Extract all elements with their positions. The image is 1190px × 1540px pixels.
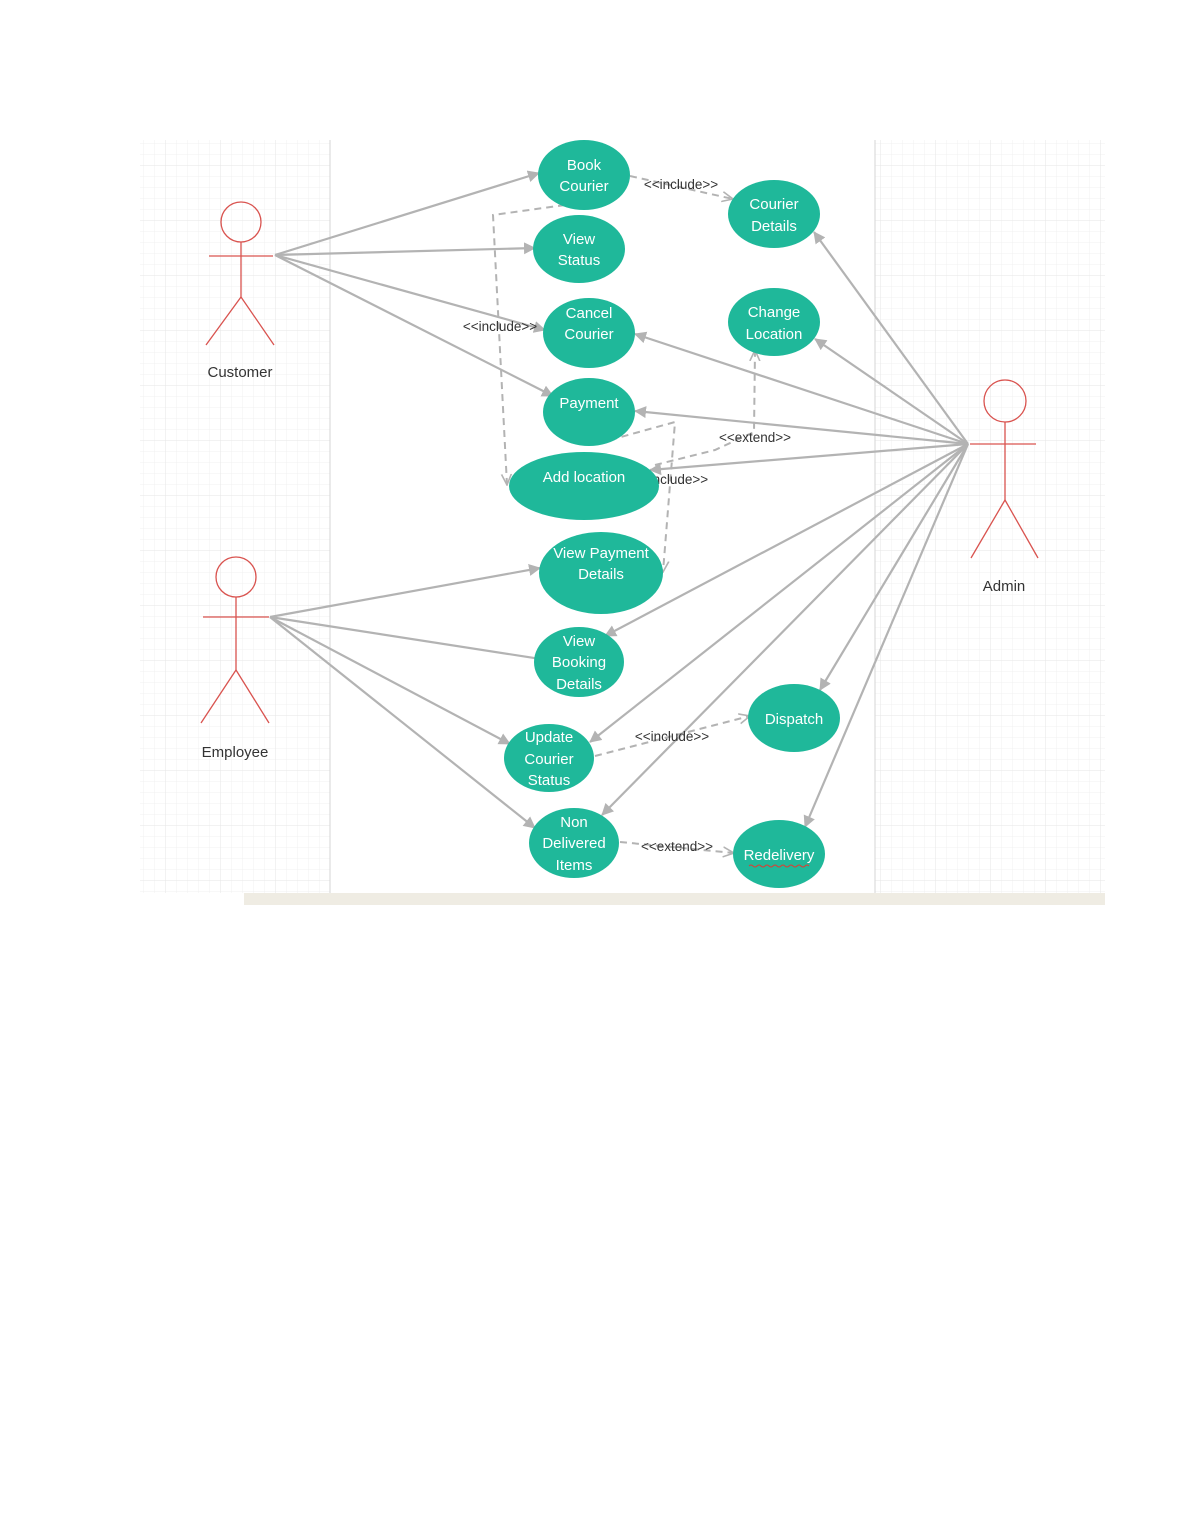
assoc-admin-dispatch (819, 443, 969, 691)
admin-associations (589, 231, 970, 828)
use-case-label: Update (525, 729, 573, 746)
actor-admin[interactable] (970, 379, 1039, 559)
actor-label-customer: Customer (207, 364, 272, 381)
actor-leg-left (970, 499, 1006, 559)
dep-update-dispatch (594, 716, 750, 757)
use-case-label: Status (528, 772, 571, 789)
use-case-label: Status (558, 252, 601, 269)
actor-leg-right (1004, 499, 1039, 559)
svg-text:Add location: Add location (543, 469, 626, 486)
use-case-label: Cancel (566, 305, 613, 322)
assoc-customer-view-status (274, 242, 536, 257)
use-case-add-location[interactable]: Add location (509, 452, 659, 520)
extend-label-add-location-change-location: <<extend>> (719, 430, 791, 445)
left-actor-panel (140, 140, 330, 893)
actor-customer[interactable] (205, 201, 275, 346)
use-case-label: Delivered (542, 835, 605, 852)
use-case-payment[interactable]: Payment (543, 378, 635, 446)
assoc-employee-view-booking (269, 615, 561, 667)
assoc-admin-courier-details (813, 231, 969, 445)
include-label-update-dispatch: <<include>> (635, 729, 709, 744)
actor-label-employee: Employee (202, 744, 269, 761)
assoc-admin-payment (634, 406, 969, 446)
include-label-book-courier-details: <<include>> (644, 177, 718, 192)
svg-text:Redelivery: Redelivery (744, 847, 815, 864)
use-case-label: View (563, 633, 595, 650)
dep-book-add-location (491, 204, 566, 485)
assoc-admin-cancel-courier (634, 331, 969, 446)
assoc-admin-view-booking (604, 443, 969, 637)
use-case-label: View Payment (553, 545, 649, 562)
use-case-label: Details (556, 676, 602, 693)
assoc-admin-redelivery (803, 443, 970, 828)
use-case-label: Details (751, 218, 797, 235)
use-case-label: Add location (543, 469, 626, 486)
use-case-label: Redelivery (744, 847, 815, 864)
assoc-employee-view-payment (269, 564, 541, 619)
extend-label-non-delivered-redelivery: <<extend>> (641, 839, 713, 854)
dep-book-courier-details (629, 175, 733, 199)
employee-associations (269, 564, 561, 829)
use-case-label: Booking (552, 654, 606, 671)
use-case-label: Payment (559, 395, 619, 412)
assoc-admin-add-location (649, 442, 969, 476)
assoc-employee-update-status (269, 616, 511, 745)
actor-label-admin: Admin (983, 578, 1026, 595)
actor-leg-left (205, 296, 242, 346)
actor-leg-right (235, 669, 270, 724)
use-case-label: Dispatch (765, 711, 823, 728)
use-case-label: Items (556, 857, 593, 874)
dep-add-location-change-location (654, 350, 755, 466)
right-actor-panel (875, 140, 1105, 893)
actor-leg-left (200, 669, 237, 724)
actor-leg-right (240, 296, 275, 346)
use-case-label: Courier (559, 178, 608, 195)
use-case-label: Location (746, 326, 803, 343)
assoc-admin-non-delivered (601, 443, 969, 816)
actor-employee[interactable] (200, 556, 270, 724)
use-case-dispatch[interactable]: Dispatch (748, 684, 840, 752)
include-label-book-add-location: <<include>> (463, 319, 537, 334)
assoc-admin-update-status (589, 443, 969, 743)
assoc-employee-non-delivered (269, 616, 536, 829)
use-case-label: Change (748, 304, 801, 321)
use-case-label: Book (567, 157, 602, 174)
use-case-label: Courier (564, 326, 613, 343)
footer-bar (244, 893, 1105, 905)
assoc-customer-payment (274, 254, 554, 397)
dependencies (491, 175, 755, 853)
spellcheck-underline (748, 864, 810, 868)
svg-text:Payment: Payment (559, 395, 619, 412)
assoc-admin-change-location (814, 338, 969, 445)
use-case-redelivery[interactable]: Redelivery (733, 820, 825, 888)
assoc-customer-cancel-courier (274, 253, 546, 333)
customer-associations (274, 170, 554, 397)
use-case-label: View (563, 231, 595, 248)
svg-text:Dispatch: Dispatch (765, 711, 823, 728)
use-case-label: Non (560, 814, 588, 831)
use-case-label: Courier (524, 751, 573, 768)
use-case-label: Courier (749, 196, 798, 213)
use-case-label: Details (578, 566, 624, 583)
assoc-customer-book-courier (274, 170, 540, 257)
